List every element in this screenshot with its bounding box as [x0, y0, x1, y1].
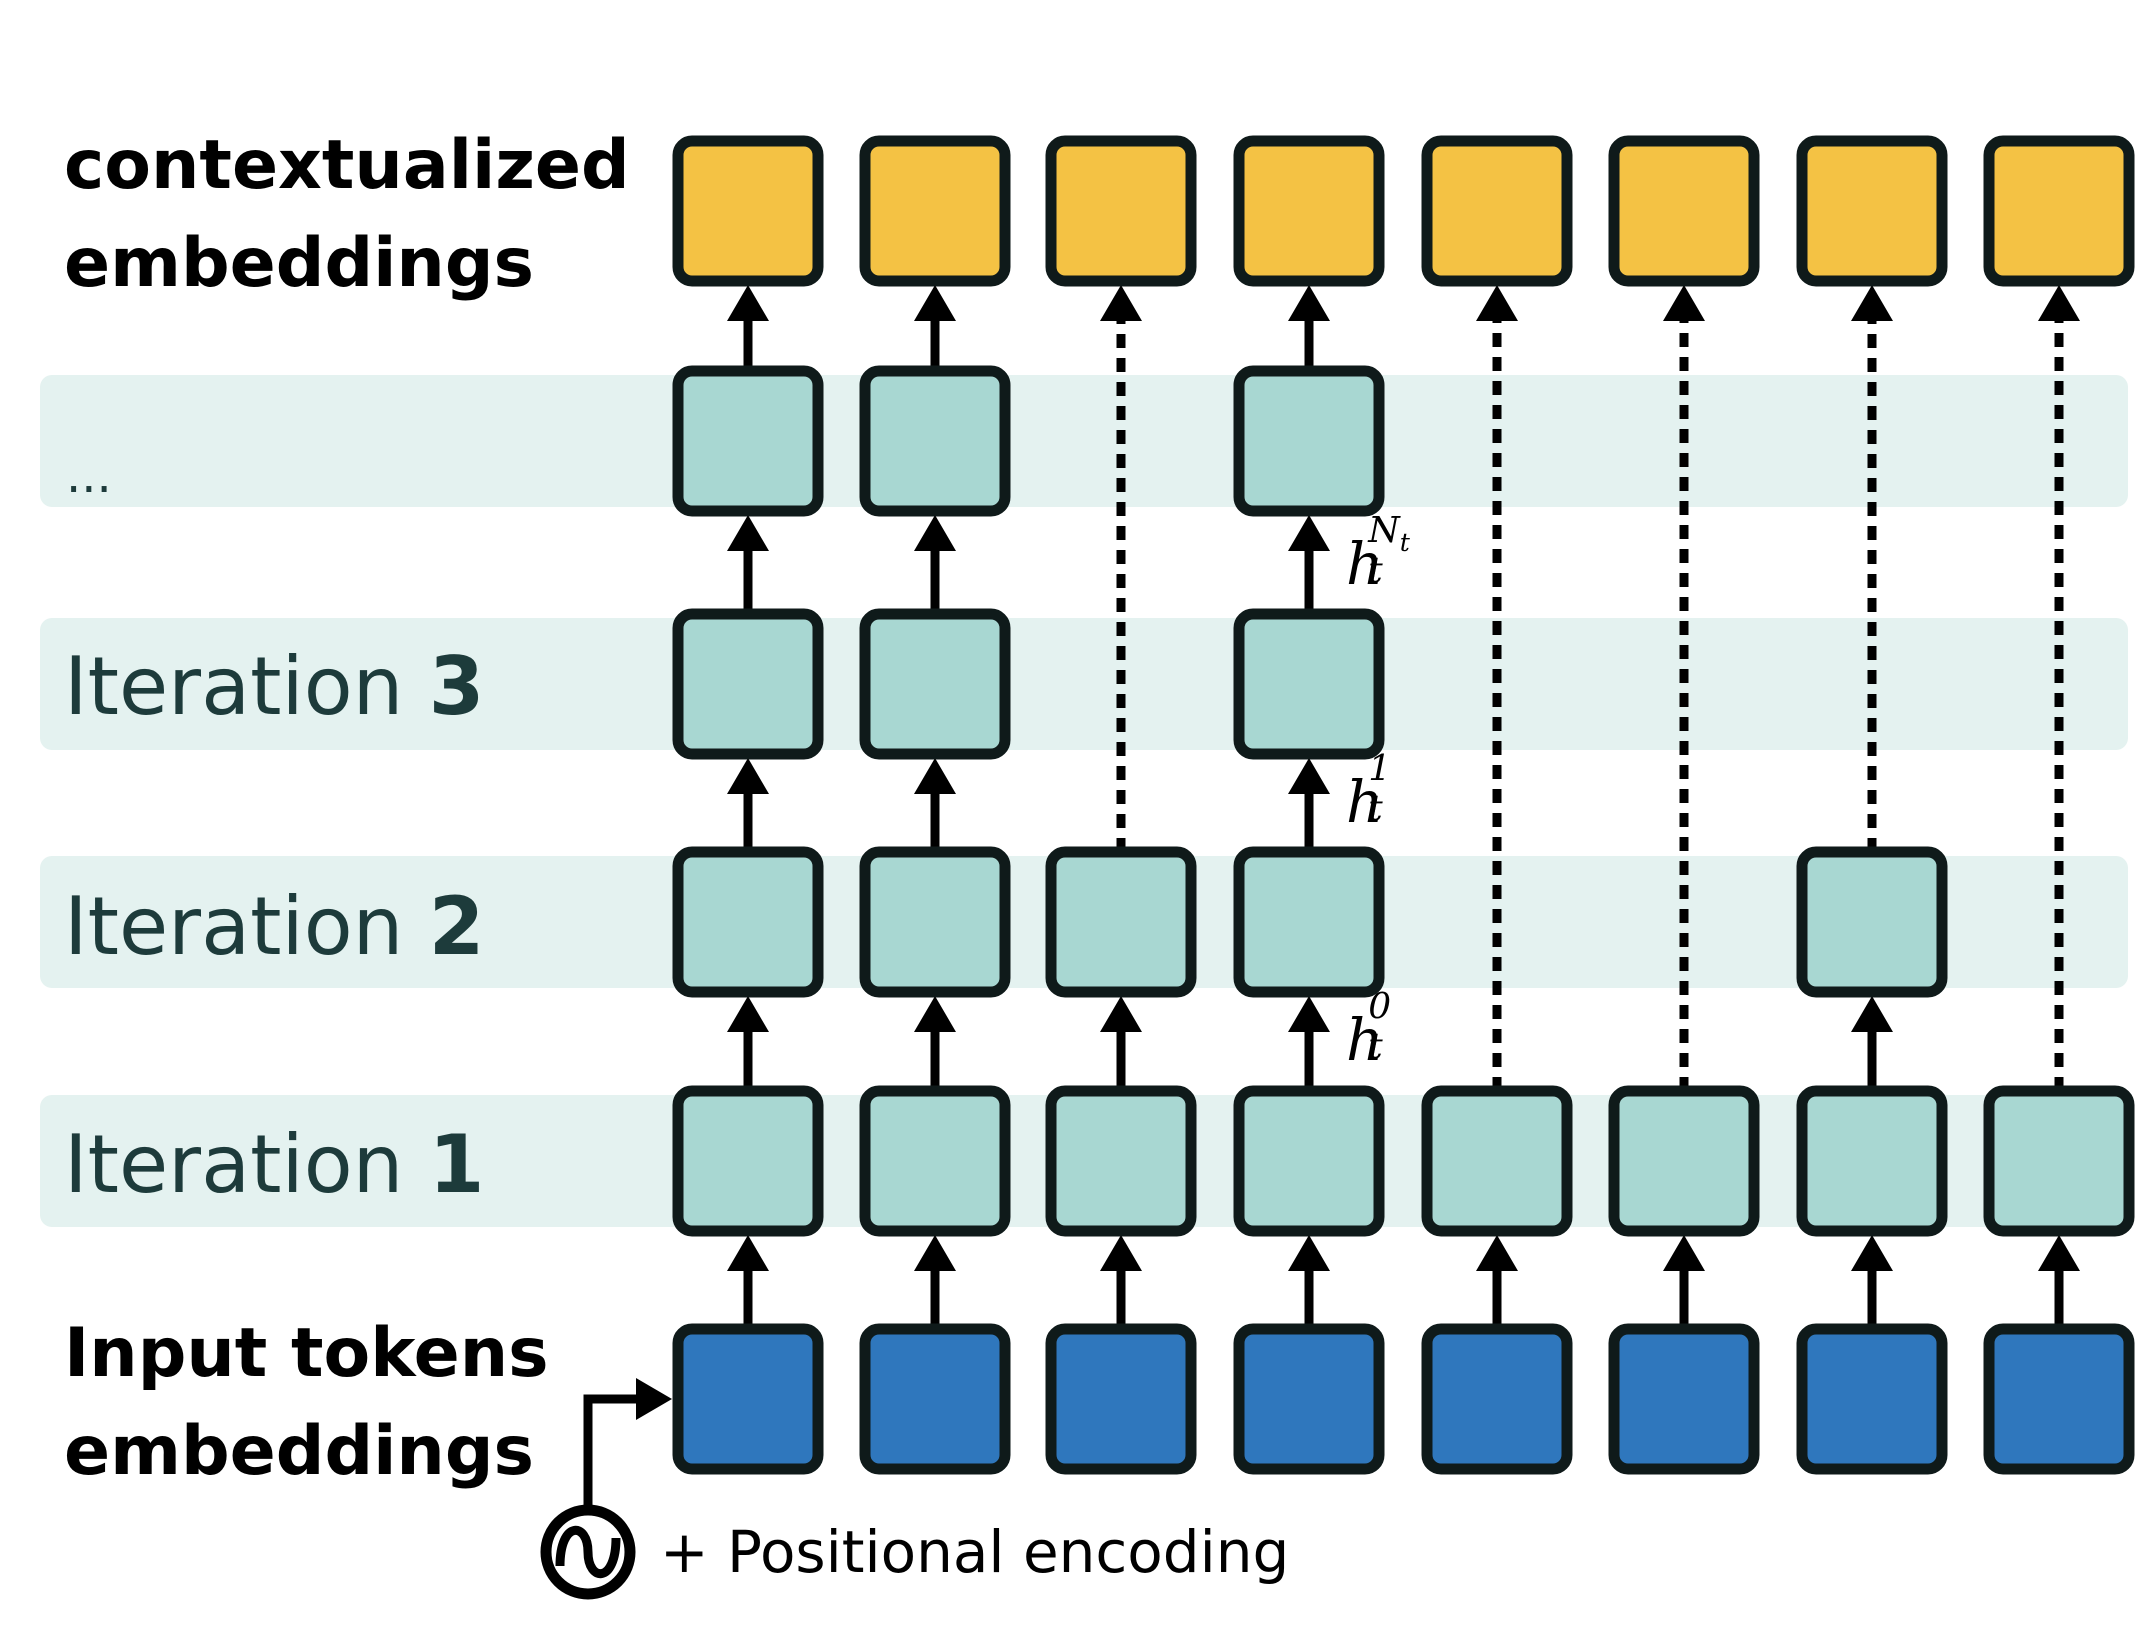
h-subscript: t — [1368, 1025, 1383, 1067]
arrow-input-token-2-head — [914, 1235, 956, 1271]
hidden-state-box-token-6-iter-1 — [1608, 1085, 1760, 1237]
positional-encoding-line — [583, 1394, 640, 1508]
band-iteration-3 — [40, 618, 2128, 750]
input-embedding-box-6 — [1608, 1323, 1760, 1475]
iteration-1-word: Iteration — [64, 1118, 404, 1211]
hidden-state-box-token-1-iter-3 — [672, 608, 824, 760]
hidden-state-box-token-3-iter-2 — [1045, 846, 1197, 998]
input-embedding-box-4 — [1233, 1323, 1385, 1475]
contextual-embedding-box-2 — [859, 135, 1011, 287]
arrow-output-token-1-head — [727, 285, 769, 321]
hidden-state-box-token-2-iter-1 — [859, 1085, 1011, 1237]
iteration-2-number: 2 — [428, 880, 485, 973]
arrow-input-token-8-head — [2038, 1235, 2080, 1271]
iteration-2-word: Iteration — [64, 880, 404, 973]
hidden-state-box-token-3-iter-1 — [1045, 1085, 1197, 1237]
h-subscript: t — [1368, 787, 1383, 829]
contextual-embedding-box-8 — [1983, 135, 2135, 287]
hidden-state-box-token-7-iter-2 — [1796, 846, 1948, 998]
arrow-input-token-1-head — [727, 1235, 769, 1271]
arrow-iteration-token-1-step-3-head — [727, 515, 769, 551]
input-embedding-box-8 — [1983, 1323, 2135, 1475]
h-superscript: 1 — [1368, 748, 1392, 790]
contextual-embedding-box-4 — [1233, 135, 1385, 287]
arrow-iteration-token-4-step-2-head — [1288, 758, 1330, 794]
hidden-state-box-token-8-iter-1 — [1983, 1085, 2135, 1237]
h-superscript: 0 — [1368, 986, 1392, 1028]
arrow-iteration-token-1-step-1-head — [727, 996, 769, 1032]
arrow-output-token-5-head — [1476, 285, 1518, 321]
arrow-input-token-3-head — [1100, 1235, 1142, 1271]
hidden-state-box-token-4-iter-3 — [1233, 608, 1385, 760]
arrow-iteration-token-4-step-1-head — [1288, 996, 1330, 1032]
h-subscript: t — [1368, 549, 1383, 591]
contextual-embedding-box-6 — [1608, 135, 1760, 287]
iteration-3-number: 3 — [428, 640, 485, 733]
h-symbol: h — [1346, 530, 1384, 598]
arrow-iteration-token-2-step-1-head — [914, 996, 956, 1032]
arrow-input-token-7-head — [1851, 1235, 1893, 1271]
arrow-output-token-6-head — [1663, 285, 1705, 321]
h-symbol: h — [1346, 1006, 1384, 1074]
arrow-iteration-token-3-step-1-head — [1100, 996, 1142, 1032]
arrow-input-token-5-head — [1476, 1235, 1518, 1271]
iteration-1-label: Iteration 1 — [64, 1118, 484, 1211]
h-symbol: h — [1346, 768, 1384, 836]
iteration-2-label: Iteration 2 — [64, 880, 484, 973]
arrow-iteration-token-7-step-1-head — [1851, 996, 1893, 1032]
arrow-output-token-2-head — [914, 285, 956, 321]
input-embedding-box-5 — [1421, 1323, 1573, 1475]
hidden-state-box-token-2-iter-2 — [859, 846, 1011, 998]
arrow-output-token-4-head — [1288, 285, 1330, 321]
iteration-1-number: 1 — [428, 1118, 485, 1211]
arrow-input-token-4-head — [1288, 1235, 1330, 1271]
arrow-iteration-token-2-step-2-head — [914, 758, 956, 794]
output-label-line2: embeddings — [64, 224, 534, 303]
hidden-state-box-token-4-iter-4 — [1233, 365, 1385, 517]
hidden-state-box-token-4-iter-1 — [1233, 1085, 1385, 1237]
input-label-line1: Input tokens — [64, 1314, 549, 1393]
hidden-state-box-token-5-iter-1 — [1421, 1085, 1573, 1237]
contextual-embedding-box-7 — [1796, 135, 1948, 287]
hidden-state-box-token-2-iter-4 — [859, 365, 1011, 517]
positional-encoding-label: + Positional encoding — [660, 1518, 1290, 1586]
arrow-output-token-7-head — [1851, 285, 1893, 321]
hidden-state-box-token-1-iter-4 — [672, 365, 824, 517]
input-embedding-box-2 — [859, 1323, 1011, 1475]
arrow-output-token-3-head — [1100, 285, 1142, 321]
arrow-output-token-8-head — [2038, 285, 2080, 321]
sine-wave-icon — [555, 1525, 621, 1579]
contextual-embedding-box-3 — [1045, 135, 1197, 287]
hidden-state-box-token-1-iter-1 — [672, 1085, 824, 1237]
positional-encoding-arrowhead — [636, 1378, 672, 1420]
output-label-line1: contextualized — [64, 126, 630, 205]
input-embedding-box-7 — [1796, 1323, 1948, 1475]
arrow-iteration-token-2-step-3-head — [914, 515, 956, 551]
contextual-embedding-box-1 — [672, 135, 824, 287]
band-ellipsis-row — [40, 375, 2128, 507]
ellipsis-row-label: ... — [66, 448, 112, 504]
hidden-state-box-token-2-iter-3 — [859, 608, 1011, 760]
input-embedding-box-1 — [672, 1323, 824, 1475]
hidden-state-box-token-4-iter-2 — [1233, 846, 1385, 998]
contextual-embedding-box-5 — [1421, 135, 1573, 287]
input-label-line2: embeddings — [64, 1412, 534, 1491]
arrow-iteration-token-1-step-2-head — [727, 758, 769, 794]
h-superscript: Nt — [1368, 510, 1410, 558]
hidden-state-box-token-1-iter-2 — [672, 846, 824, 998]
iteration-3-label: Iteration 3 — [64, 640, 484, 733]
hidden-state-box-token-7-iter-1 — [1796, 1085, 1948, 1237]
input-embedding-box-3 — [1045, 1323, 1197, 1475]
arrow-input-token-6-head — [1663, 1235, 1705, 1271]
iteration-3-word: Iteration — [64, 640, 404, 733]
arrow-iteration-token-4-step-3-head — [1288, 515, 1330, 551]
